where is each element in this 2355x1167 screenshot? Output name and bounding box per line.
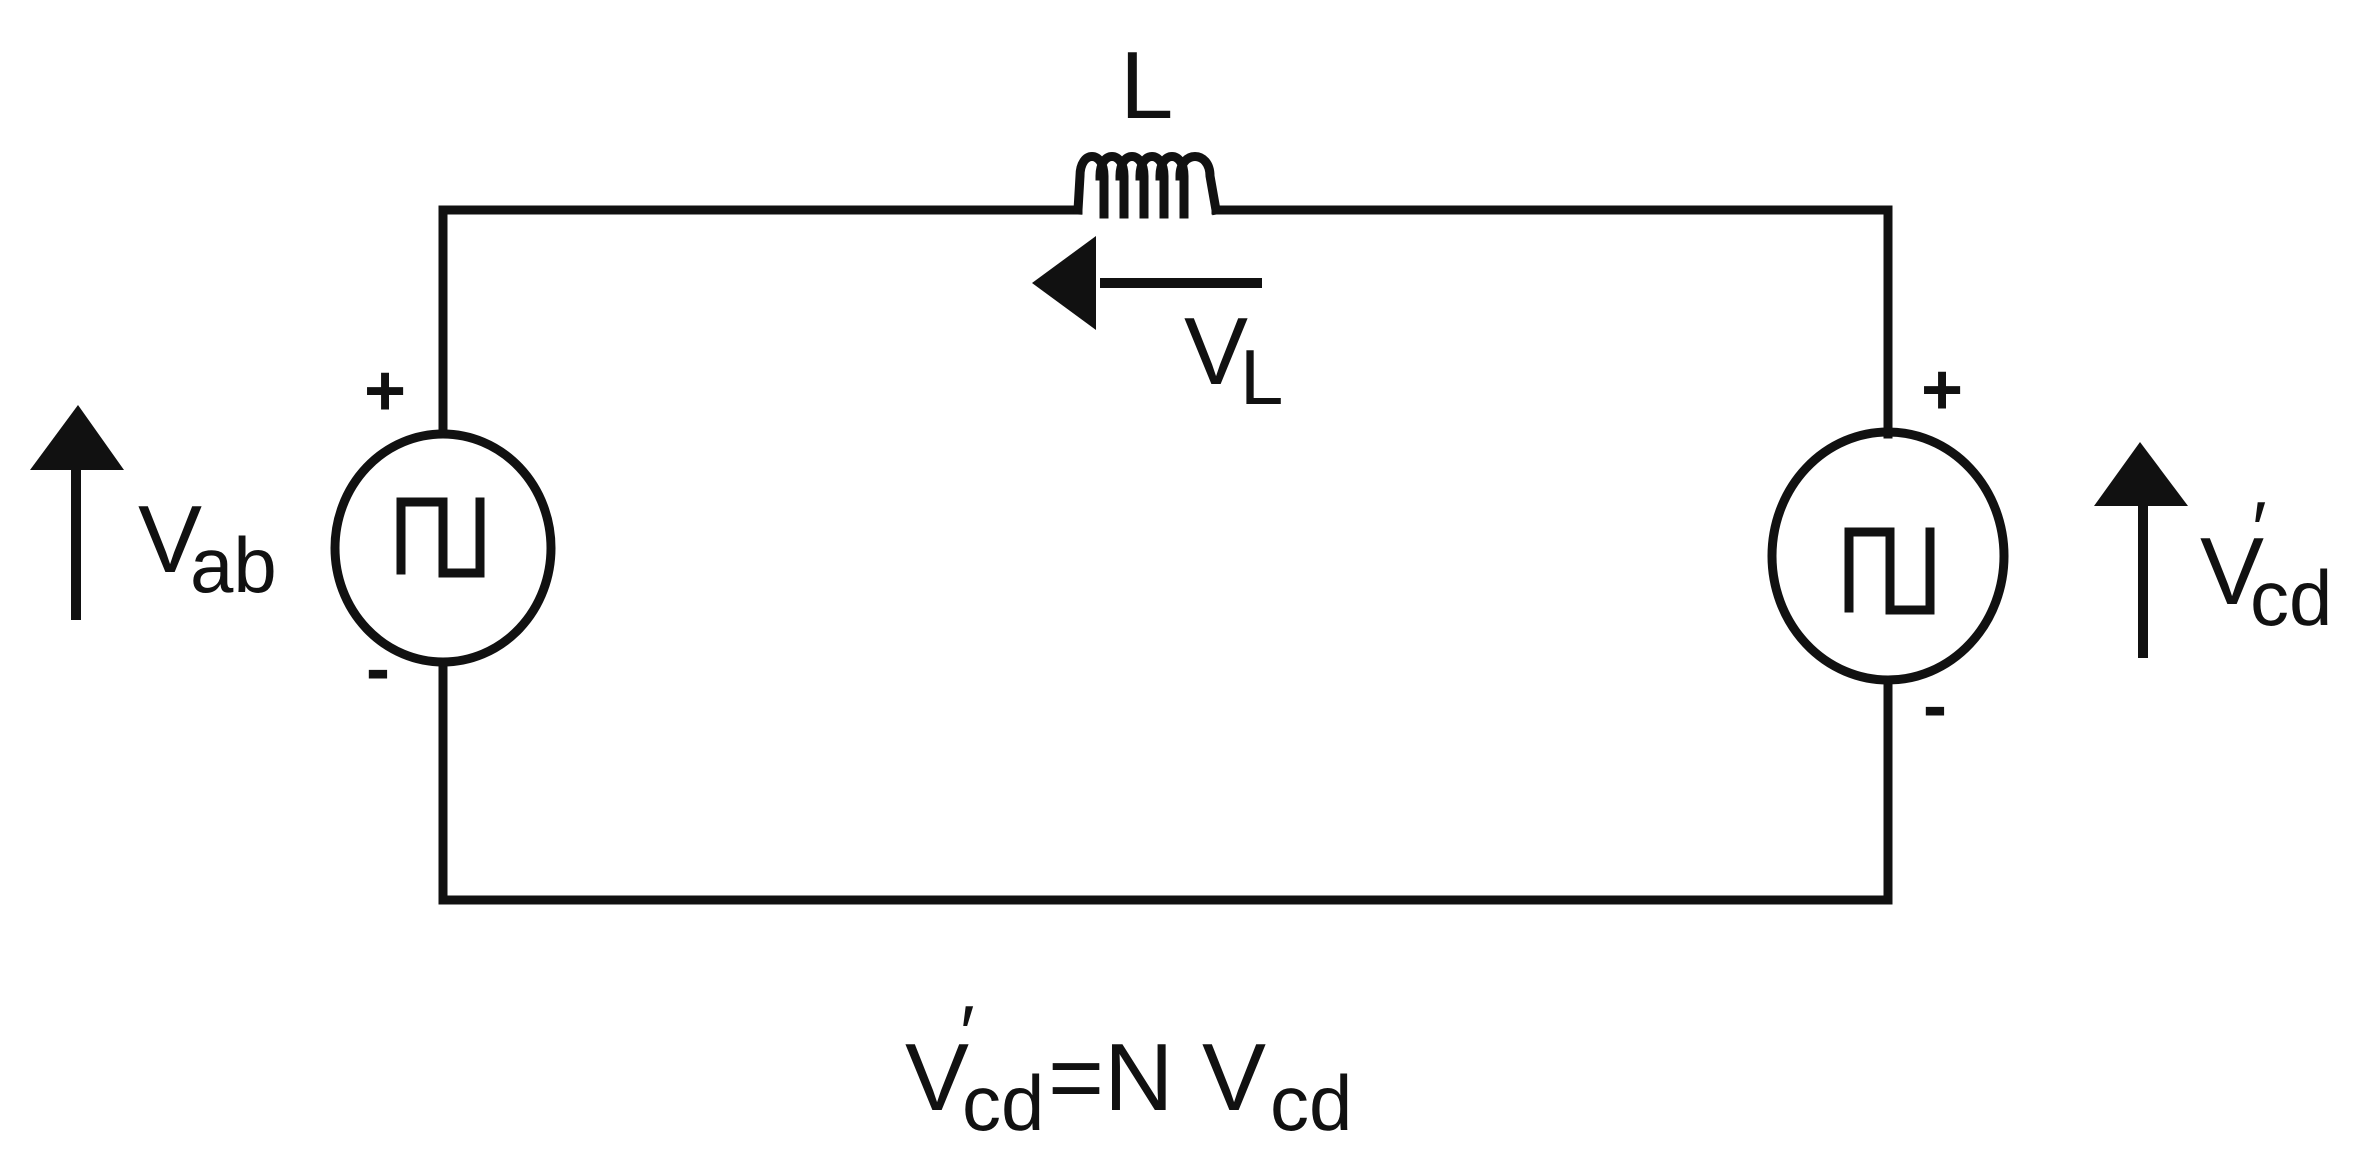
vab-label: V ab (138, 486, 277, 609)
left-minus-sign: - (366, 629, 390, 709)
right-minus-sign: - (1923, 666, 1947, 746)
svg-text:=N: =N (1048, 1024, 1173, 1131)
svg-text:cd: cd (1270, 1059, 1352, 1147)
wire-top-right (1211, 205, 1893, 439)
vcd-prime-arrow (2094, 442, 2188, 658)
svg-text:V: V (1202, 1024, 1266, 1131)
svg-text:V: V (905, 1024, 969, 1131)
inductor-label: L (1120, 32, 1173, 139)
right-square-wave-source (1767, 427, 2009, 685)
vl-label: V L (1184, 298, 1283, 421)
svg-text:′: ′ (2252, 485, 2267, 573)
vcd-prime-label: V ′ cd (2200, 485, 2332, 642)
right-plus-sign: + (1921, 350, 1963, 430)
svg-text:cd: cd (2250, 554, 2332, 642)
vab-arrow (30, 405, 124, 620)
equation-label: V ′ cd =N V cd (905, 989, 1352, 1147)
svg-text:V: V (138, 486, 202, 593)
left-square-wave-source (330, 429, 556, 667)
svg-text:cd: cd (962, 1059, 1044, 1147)
inductor-coil (1073, 152, 1222, 219)
circuit-wires (438, 205, 1893, 905)
wire-bottom (438, 658, 1893, 905)
left-plus-sign: + (364, 351, 406, 431)
vl-arrow (1032, 236, 1262, 330)
svg-text:L: L (1240, 333, 1283, 421)
svg-text:V: V (2200, 518, 2264, 625)
svg-text:V: V (1184, 298, 1248, 405)
wire-top-left (438, 205, 1083, 439)
svg-text:ab: ab (190, 521, 277, 609)
svg-text:′: ′ (960, 989, 975, 1077)
